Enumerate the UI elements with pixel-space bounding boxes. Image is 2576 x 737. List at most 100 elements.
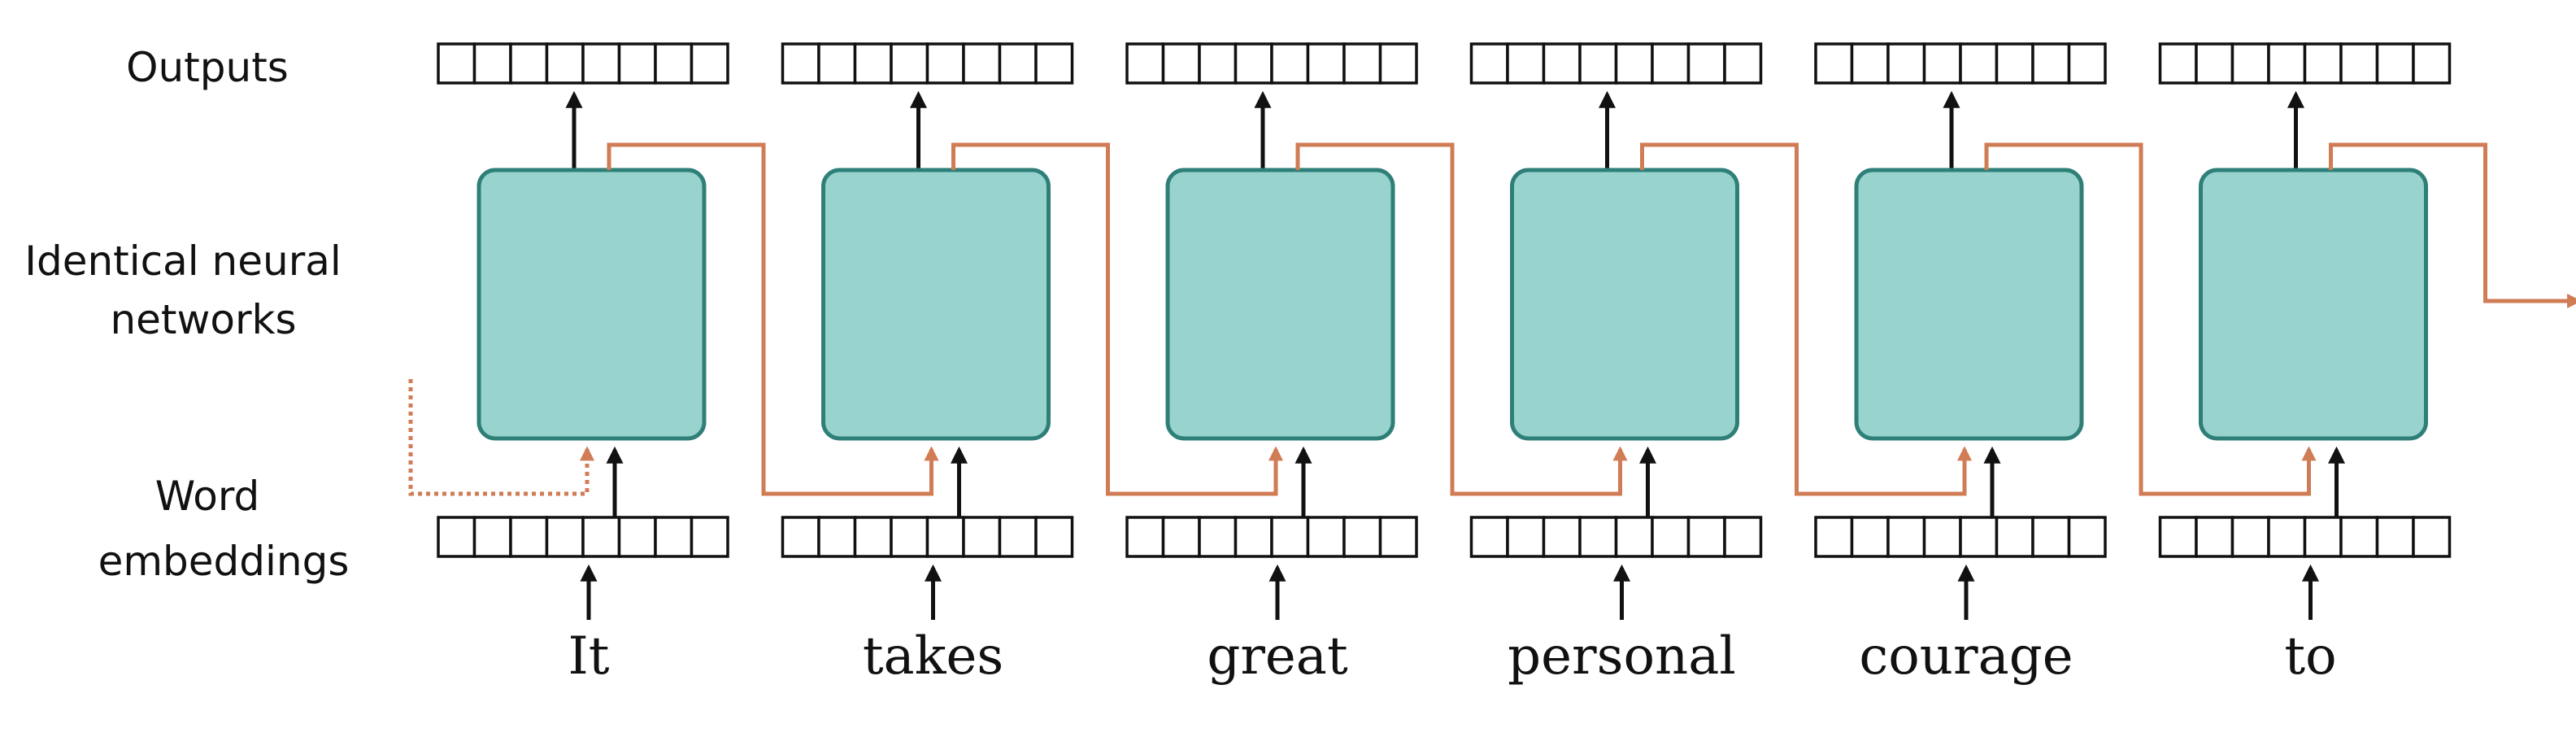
vector-cell (962, 516, 1002, 558)
vector-cell (1234, 42, 1273, 85)
embedding-vector (1814, 516, 2107, 558)
vector-cell (1922, 516, 1962, 558)
vector-cell (437, 516, 476, 558)
neural-network-box (1854, 168, 2084, 441)
vector-cell (853, 42, 893, 85)
vector-cell (690, 516, 729, 558)
vector-cell (1850, 516, 1890, 558)
vector-cell (617, 516, 657, 558)
output-vector (781, 42, 1074, 85)
vector-cell (1125, 42, 1165, 85)
vector-cell (509, 42, 549, 85)
vector-cell (437, 42, 476, 85)
vector-cell (2267, 42, 2307, 85)
neural-network-box (821, 168, 1051, 441)
recurrent-connection (607, 142, 939, 496)
recurrent-connection (1984, 142, 2317, 496)
step-column: to (2158, 42, 2576, 687)
step-column: great (1125, 42, 1628, 687)
vector-cell (2339, 42, 2379, 85)
vector-cell (1034, 516, 1074, 558)
vector-cell (654, 516, 694, 558)
vector-cell (472, 42, 512, 85)
vector-cell (1578, 42, 1618, 85)
vector-cell (581, 42, 621, 85)
step-column: courage (1814, 42, 2317, 687)
vector-cell (1161, 516, 1201, 558)
embedding-vector (1125, 516, 1418, 558)
vector-cell (2195, 42, 2234, 85)
final-hidden-state-arrow (2329, 142, 2576, 308)
vector-cell (1469, 516, 1509, 558)
vector-cell (2375, 516, 2415, 558)
vector-cell (781, 42, 820, 85)
vector-cell (654, 42, 694, 85)
vector-cell (2067, 516, 2107, 558)
vector-cell (1959, 516, 1999, 558)
vector-cell (853, 516, 893, 558)
vector-cell (690, 42, 729, 85)
vector-cell (2267, 516, 2307, 558)
vector-cell (1886, 42, 1926, 85)
vector-cell (1125, 516, 1165, 558)
embedding-vector (2158, 516, 2452, 558)
vector-cell (1850, 42, 1890, 85)
neural-network-box (1165, 168, 1395, 441)
vector-cell (1922, 42, 1962, 85)
neural-network-box (2199, 168, 2428, 441)
vector-cell (1306, 516, 1346, 558)
vector-cell (1686, 516, 1726, 558)
step-column: It (437, 42, 939, 687)
vector-cell (1723, 516, 1763, 558)
vector-cell (1161, 42, 1201, 85)
vector-cell (890, 42, 929, 85)
row-labels: Outputs Identical neural networks Word e… (24, 44, 349, 585)
vector-cell (1198, 42, 1238, 85)
step-column: personal (1469, 42, 1972, 687)
vector-cell (1614, 516, 1654, 558)
vector-cell (2195, 516, 2234, 558)
vector-cell (1995, 516, 2034, 558)
embedding-vector (781, 516, 1074, 558)
vector-cell (998, 516, 1038, 558)
vector-cell (1723, 42, 1763, 85)
output-vector (2158, 42, 2452, 85)
vector-cell (2303, 516, 2343, 558)
vector-cell (1686, 42, 1726, 85)
vector-cell (1378, 516, 1418, 558)
vector-cell (2031, 516, 2071, 558)
vector-cell (2375, 42, 2415, 85)
networks-label-line2: networks (110, 296, 296, 343)
word-token: personal (1508, 626, 1736, 687)
vector-cell (2158, 516, 2198, 558)
vector-cell (545, 516, 585, 558)
vector-cell (2412, 42, 2452, 85)
vector-cell (1886, 516, 1926, 558)
vector-cell (1506, 516, 1546, 558)
vector-cell (1542, 42, 1582, 85)
vector-cell (1342, 516, 1382, 558)
recurrent-connection (1640, 142, 1972, 496)
embedding-vector (1469, 516, 1763, 558)
vector-cell (2230, 516, 2270, 558)
vector-cell (2303, 42, 2343, 85)
vector-cell (2158, 42, 2198, 85)
initial-hidden-state-arrow (408, 379, 594, 496)
vector-cell (545, 42, 585, 85)
embeddings-label-line2: embeddings (98, 538, 350, 585)
recurrent-connection (951, 142, 1283, 496)
neural-network-box (1510, 168, 1739, 441)
vector-cell (509, 516, 549, 558)
vector-cell (1234, 516, 1273, 558)
vector-cell (925, 516, 965, 558)
vector-cell (1469, 42, 1509, 85)
output-vector (437, 42, 729, 85)
word-token: great (1207, 626, 1348, 687)
embeddings-label-line1: Word (155, 473, 260, 520)
neural-network-box (476, 168, 707, 441)
word-token: It (568, 626, 610, 687)
word-token: courage (1859, 626, 2073, 687)
embedding-vector (437, 516, 729, 558)
vector-cell (1198, 516, 1238, 558)
